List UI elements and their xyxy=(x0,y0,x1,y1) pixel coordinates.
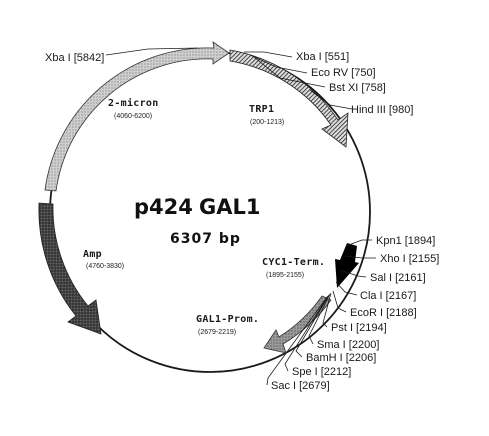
site-sal1-2161: Sal I [2161] xyxy=(370,272,426,284)
site-pst1-2194: Pst I [2194] xyxy=(331,322,387,334)
feature-label-amp: Amp xyxy=(83,249,102,260)
plasmid-size: 6307 bp xyxy=(170,231,241,247)
feature-range-trp1: (200-1213) xyxy=(250,119,284,126)
site-kpn1-1894: Kpn1 [1894] xyxy=(376,235,435,247)
amp-arc xyxy=(38,202,102,335)
site-bamh1-2206: BamH I [2206] xyxy=(306,352,376,364)
cyc1-term-arc xyxy=(335,243,359,288)
site-ecorv-750: Eco RV [750] xyxy=(311,67,376,79)
site-xba-551: Xba I [551] xyxy=(296,51,349,63)
feature-range-amp: (4760-3830) xyxy=(86,263,124,270)
plasmid-name: p424 xyxy=(134,195,193,219)
feature-label-two-micron: 2-micron xyxy=(108,97,159,109)
trp1-arc xyxy=(229,49,349,148)
plasmid-promoter: GAL1 xyxy=(199,195,260,219)
feature-label-cyc1: CYC1-Term. xyxy=(262,257,325,268)
site-leader-lines xyxy=(105,47,376,386)
site-ecor1-2188: EcoR I [2188] xyxy=(350,307,417,319)
site-cla1-2167: Cla I [2167] xyxy=(360,290,416,302)
site-sac1-2679: Sac I [2679] xyxy=(271,380,330,392)
two-micron-arc xyxy=(44,41,230,192)
site-xho1-2155: Xho I [2155] xyxy=(380,253,439,265)
site-sma1-2200: Sma I [2200] xyxy=(317,339,379,351)
site-xba-5842: Xba I [5842] xyxy=(45,52,104,64)
site-bstxi-758: Bst XI [758] xyxy=(329,82,386,94)
feature-range-two-micron: (4060-6200) xyxy=(114,113,152,120)
site-spe1-2212: Spe I [2212] xyxy=(292,366,351,378)
site-hindiii-980: Hind III [980] xyxy=(351,104,413,116)
feature-label-trp1: TRP1 xyxy=(249,104,274,115)
feature-range-gal1: (2679-2219) xyxy=(198,329,236,336)
feature-range-cyc1: (1895-2155) xyxy=(266,272,304,279)
feature-label-gal1: GAL1-Prom. xyxy=(196,314,259,325)
